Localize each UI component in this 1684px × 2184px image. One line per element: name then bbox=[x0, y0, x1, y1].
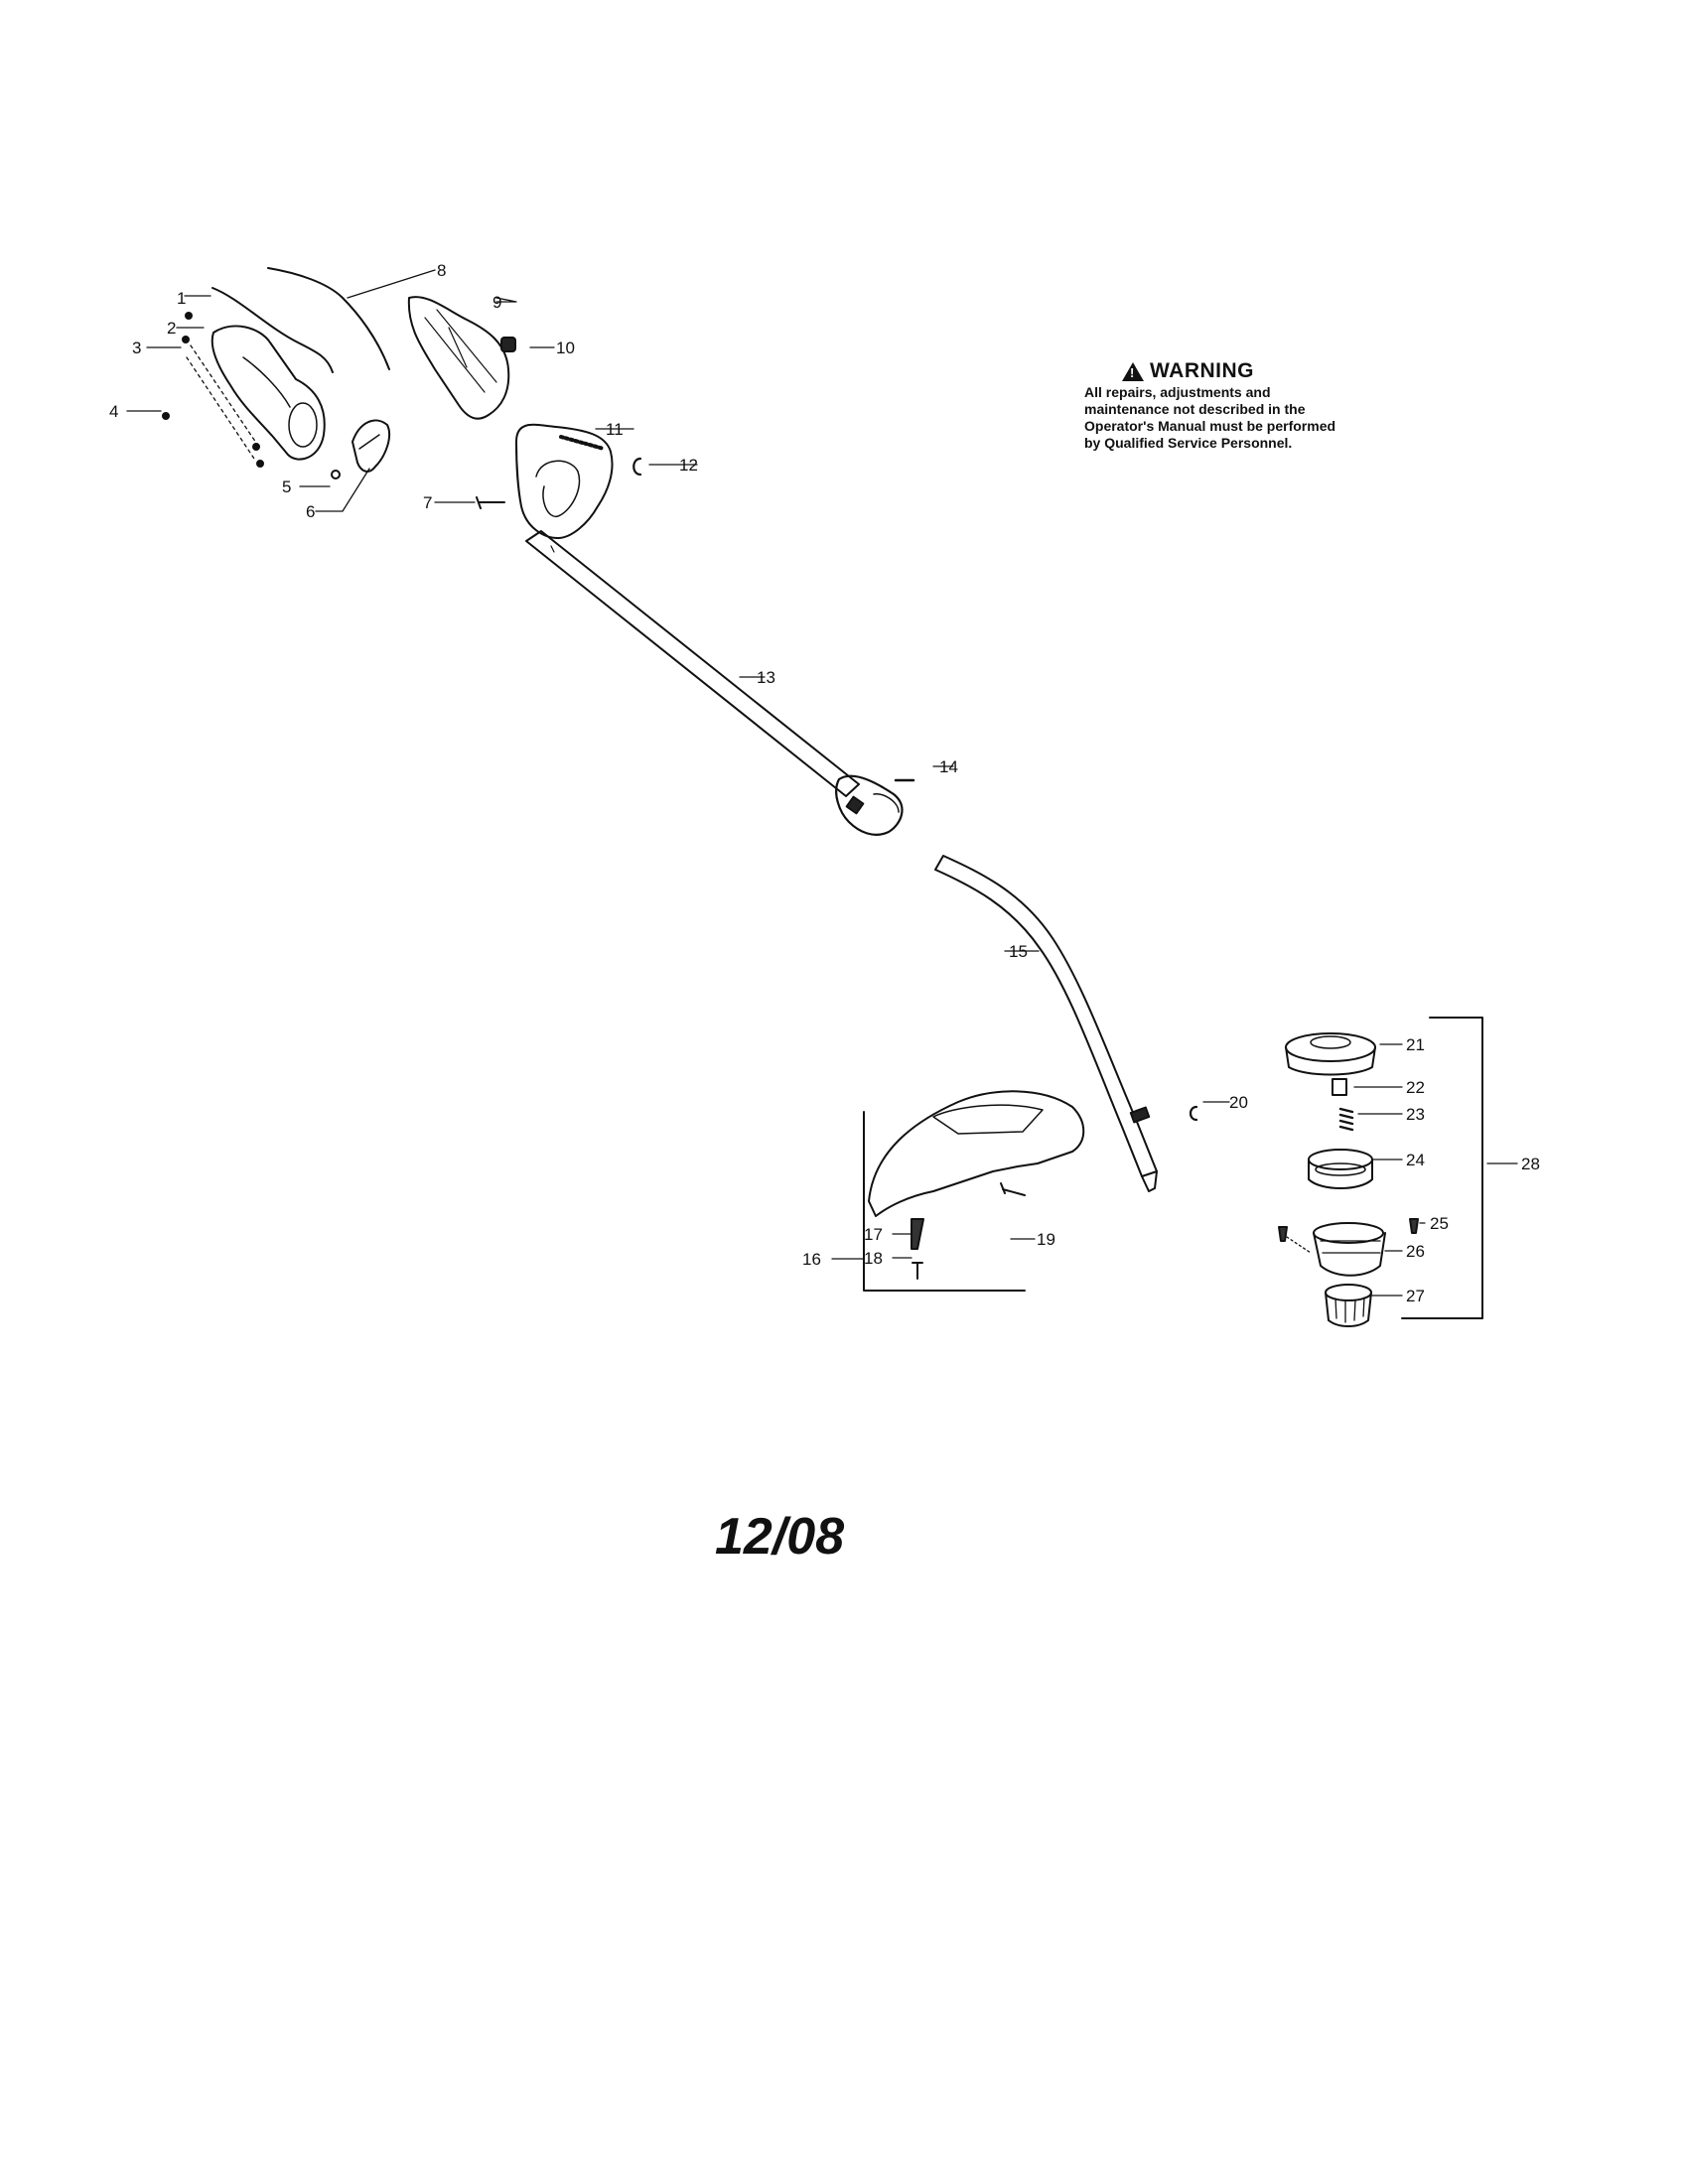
callout-22: 22 bbox=[1406, 1078, 1425, 1097]
callout-11: 11 bbox=[606, 420, 624, 439]
leader-lines bbox=[126, 269, 1518, 1297]
callout-12: 12 bbox=[679, 456, 698, 475]
warning-title: WARNING bbox=[1122, 359, 1342, 383]
part-9-handle-half bbox=[407, 296, 510, 420]
part-10-stop-switch bbox=[500, 337, 516, 352]
part-25-eyelet bbox=[1278, 1226, 1288, 1242]
part-6-trigger bbox=[351, 419, 391, 473]
part-3-screw bbox=[185, 312, 193, 320]
callout-21: 21 bbox=[1406, 1035, 1425, 1054]
part-2-handle-housing bbox=[210, 325, 326, 461]
callout-20: 20 bbox=[1229, 1093, 1248, 1112]
callout-7: 7 bbox=[423, 493, 433, 512]
warning-box: WARNING All repairs, adjustments and mai… bbox=[1084, 359, 1342, 452]
callout-3: 3 bbox=[132, 339, 142, 357]
callout-16: 16 bbox=[802, 1250, 821, 1269]
callout-28: 28 bbox=[1521, 1155, 1540, 1173]
part-20-clip bbox=[1189, 1105, 1198, 1122]
callout-1: 1 bbox=[177, 289, 187, 308]
part-8-stop-wire bbox=[267, 267, 390, 370]
part-15-lower-shaft bbox=[934, 855, 1158, 1177]
callout-17: 17 bbox=[864, 1225, 883, 1244]
callout-25: 25 bbox=[1430, 1214, 1449, 1233]
part-13-shaft-coupler bbox=[835, 774, 904, 836]
part-1-throttle-wire bbox=[211, 287, 334, 373]
callout-13: 13 bbox=[757, 668, 775, 687]
part-26-outer-spool bbox=[1313, 1222, 1384, 1244]
callout-27: 27 bbox=[1406, 1287, 1425, 1305]
part-21-spool-housing bbox=[1285, 1032, 1376, 1062]
part-4-screw bbox=[162, 412, 170, 420]
callout-15: 15 bbox=[1009, 942, 1028, 961]
part-22-spool-bolt bbox=[1332, 1078, 1347, 1096]
date-code: 12/08 bbox=[715, 1508, 845, 1566]
callout-4: 4 bbox=[109, 402, 119, 421]
callout-8: 8 bbox=[437, 261, 447, 280]
callout-14: 14 bbox=[939, 757, 958, 776]
part-28-bracket bbox=[1401, 1017, 1483, 1319]
callout-6: 6 bbox=[306, 502, 316, 521]
part-13-upper-shaft bbox=[525, 530, 860, 797]
callout-18: 18 bbox=[864, 1249, 883, 1268]
warning-triangle-icon bbox=[1122, 361, 1144, 381]
callout-24: 24 bbox=[1406, 1151, 1425, 1169]
part-12-clip bbox=[632, 457, 642, 477]
callout-10: 10 bbox=[556, 339, 575, 357]
part-23-spring bbox=[1338, 1107, 1354, 1132]
callout-2: 2 bbox=[167, 319, 177, 338]
part-16-debris-shield bbox=[868, 1090, 1085, 1217]
part-7-bolt bbox=[476, 496, 505, 509]
callout-26: 26 bbox=[1406, 1242, 1425, 1261]
callout-9: 9 bbox=[492, 293, 502, 312]
part-19-screw bbox=[1000, 1182, 1026, 1196]
callout-19: 19 bbox=[1037, 1230, 1055, 1249]
warning-title-text: WARNING bbox=[1150, 359, 1254, 382]
part-2-handle-grip-end bbox=[288, 402, 318, 448]
callout-23: 23 bbox=[1406, 1105, 1425, 1124]
warning-text: All repairs, adjustments and maintenance… bbox=[1084, 384, 1336, 451]
part-17-line-cutter bbox=[911, 1218, 924, 1250]
part-15-shaft-tip bbox=[1141, 1170, 1158, 1192]
part-18-screw bbox=[912, 1262, 923, 1280]
callout-5: 5 bbox=[282, 478, 292, 496]
part-11-assist-handle bbox=[515, 423, 614, 539]
part-5-spring bbox=[331, 470, 341, 479]
